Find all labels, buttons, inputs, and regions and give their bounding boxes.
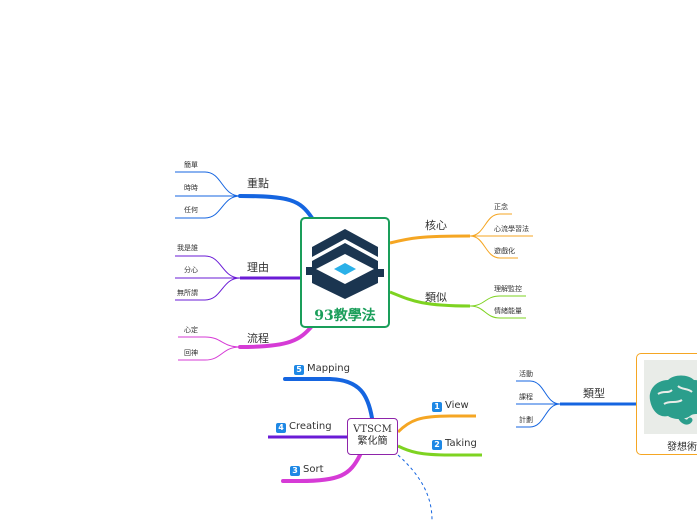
branch-similar[interactable]: 類似 [425,291,447,304]
branch-key-points[interactable]: 重點 [247,177,269,190]
branch-process[interactable]: 流程 [247,332,269,345]
leaf-reason-2[interactable]: 分心 [184,266,198,274]
leaf-types-2[interactable]: 課程 [519,393,533,401]
leaf-types-1[interactable]: 活動 [519,370,533,378]
step-number-badge: 3 [290,466,300,476]
leaf-reason-3[interactable]: 無所謂 [177,289,198,297]
logo-icon [306,229,384,299]
step-number-badge: 1 [432,402,442,412]
vtscm-line1: VTSCM [353,424,392,435]
leaf-similar-1[interactable]: 理解監控 [494,285,522,293]
leaf-key-points-1[interactable]: 簡單 [184,161,198,169]
leaf-reason-1[interactable]: 我是誰 [177,244,198,252]
ideation-topic[interactable]: 發想術 [636,353,697,455]
central-topic-title: 93教學法 [314,308,376,324]
vtscm-topic[interactable]: VTSCM 繁化簡 [347,418,398,455]
leaf-process-2[interactable]: 回神 [184,349,198,357]
step-number-badge: 5 [294,365,304,375]
step-number-badge: 4 [276,423,286,433]
branch-types[interactable]: 類型 [583,387,605,400]
brain-icon [649,375,697,425]
ideation-title: 發想術 [667,442,697,453]
brain-image [644,360,697,434]
central-topic[interactable]: 93教學法 [300,217,390,328]
leaf-core-3[interactable]: 遊戲化 [494,247,515,255]
step-number-badge: 2 [432,440,442,450]
leaf-process-1[interactable]: 心定 [184,326,198,334]
branch-reason[interactable]: 理由 [247,261,269,274]
leaf-core-1[interactable]: 正念 [494,203,508,211]
vtscm-line2: 繁化簡 [357,436,388,447]
leaf-types-3[interactable]: 計劃 [519,416,533,424]
leaf-key-points-3[interactable]: 任何 [184,206,198,214]
leaf-similar-2[interactable]: 情緒能量 [494,307,522,315]
branch-core[interactable]: 核心 [425,219,447,232]
leaf-core-2[interactable]: 心流學習法 [494,225,529,233]
leaf-key-points-2[interactable]: 時時 [184,184,198,192]
